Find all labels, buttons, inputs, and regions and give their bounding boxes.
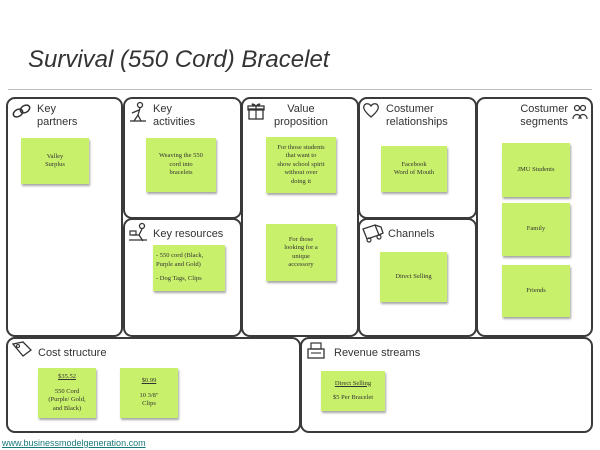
sticky-note: $0.99 10 3/8" Clips: [120, 368, 178, 418]
sticky-note: Valley Surplus: [21, 138, 89, 184]
key-partners-label: Key partners: [37, 103, 78, 128]
cash-register-icon: [307, 342, 325, 359]
cost-structure-label: Cost structure: [38, 347, 107, 359]
sticky-note: Weaving the 550 cord into bracelets: [146, 138, 216, 192]
chain-link-icon: [12, 104, 31, 118]
sticky-note: Family: [502, 203, 570, 256]
revenue-streams-label: Revenue streams: [334, 347, 421, 359]
value-proposition-label: Value proposition: [274, 103, 328, 128]
delivery-truck-icon: [362, 224, 384, 243]
worker-icon: [129, 222, 147, 242]
footer-link[interactable]: www.businessmodelgeneration.com: [2, 438, 146, 448]
sticky-note: JMU Students: [502, 143, 570, 197]
gift-icon: [247, 103, 265, 120]
people-icon: [572, 104, 588, 120]
page-title: Survival (550 Cord) Bracelet: [28, 46, 330, 73]
customer-relationships-label: Costumer relationships: [386, 103, 448, 128]
title-divider: [8, 89, 592, 90]
price-tag-icon: [11, 341, 32, 357]
sticky-note: Facebook Word of Mouth: [381, 146, 447, 192]
sticky-note: Direct Selling $5 Per Bracelet: [321, 371, 385, 411]
sticky-note: For those looking for a unique accessory: [266, 224, 336, 281]
key-resources-label: Key resources: [153, 228, 224, 240]
sticky-note: Friends: [502, 265, 570, 317]
sticky-note: - 550 cord (Black, Purple and Gold) - Do…: [153, 245, 225, 291]
sticky-note: For those students that want to show sch…: [266, 137, 336, 193]
customer-segments-label: Costumer segments: [520, 103, 568, 128]
sticky-note: Direct Selling: [380, 252, 447, 302]
heart-icon: [363, 103, 379, 118]
key-activities-label: Key activities: [153, 103, 196, 128]
channels-label: Channels: [388, 228, 435, 240]
key-partners-box: [6, 97, 123, 337]
sticky-note: $35.52 550 Cord (Purple/ Gold, and Black…: [38, 368, 96, 418]
value-proposition-box: [241, 97, 359, 337]
worker-icon: [130, 101, 146, 122]
